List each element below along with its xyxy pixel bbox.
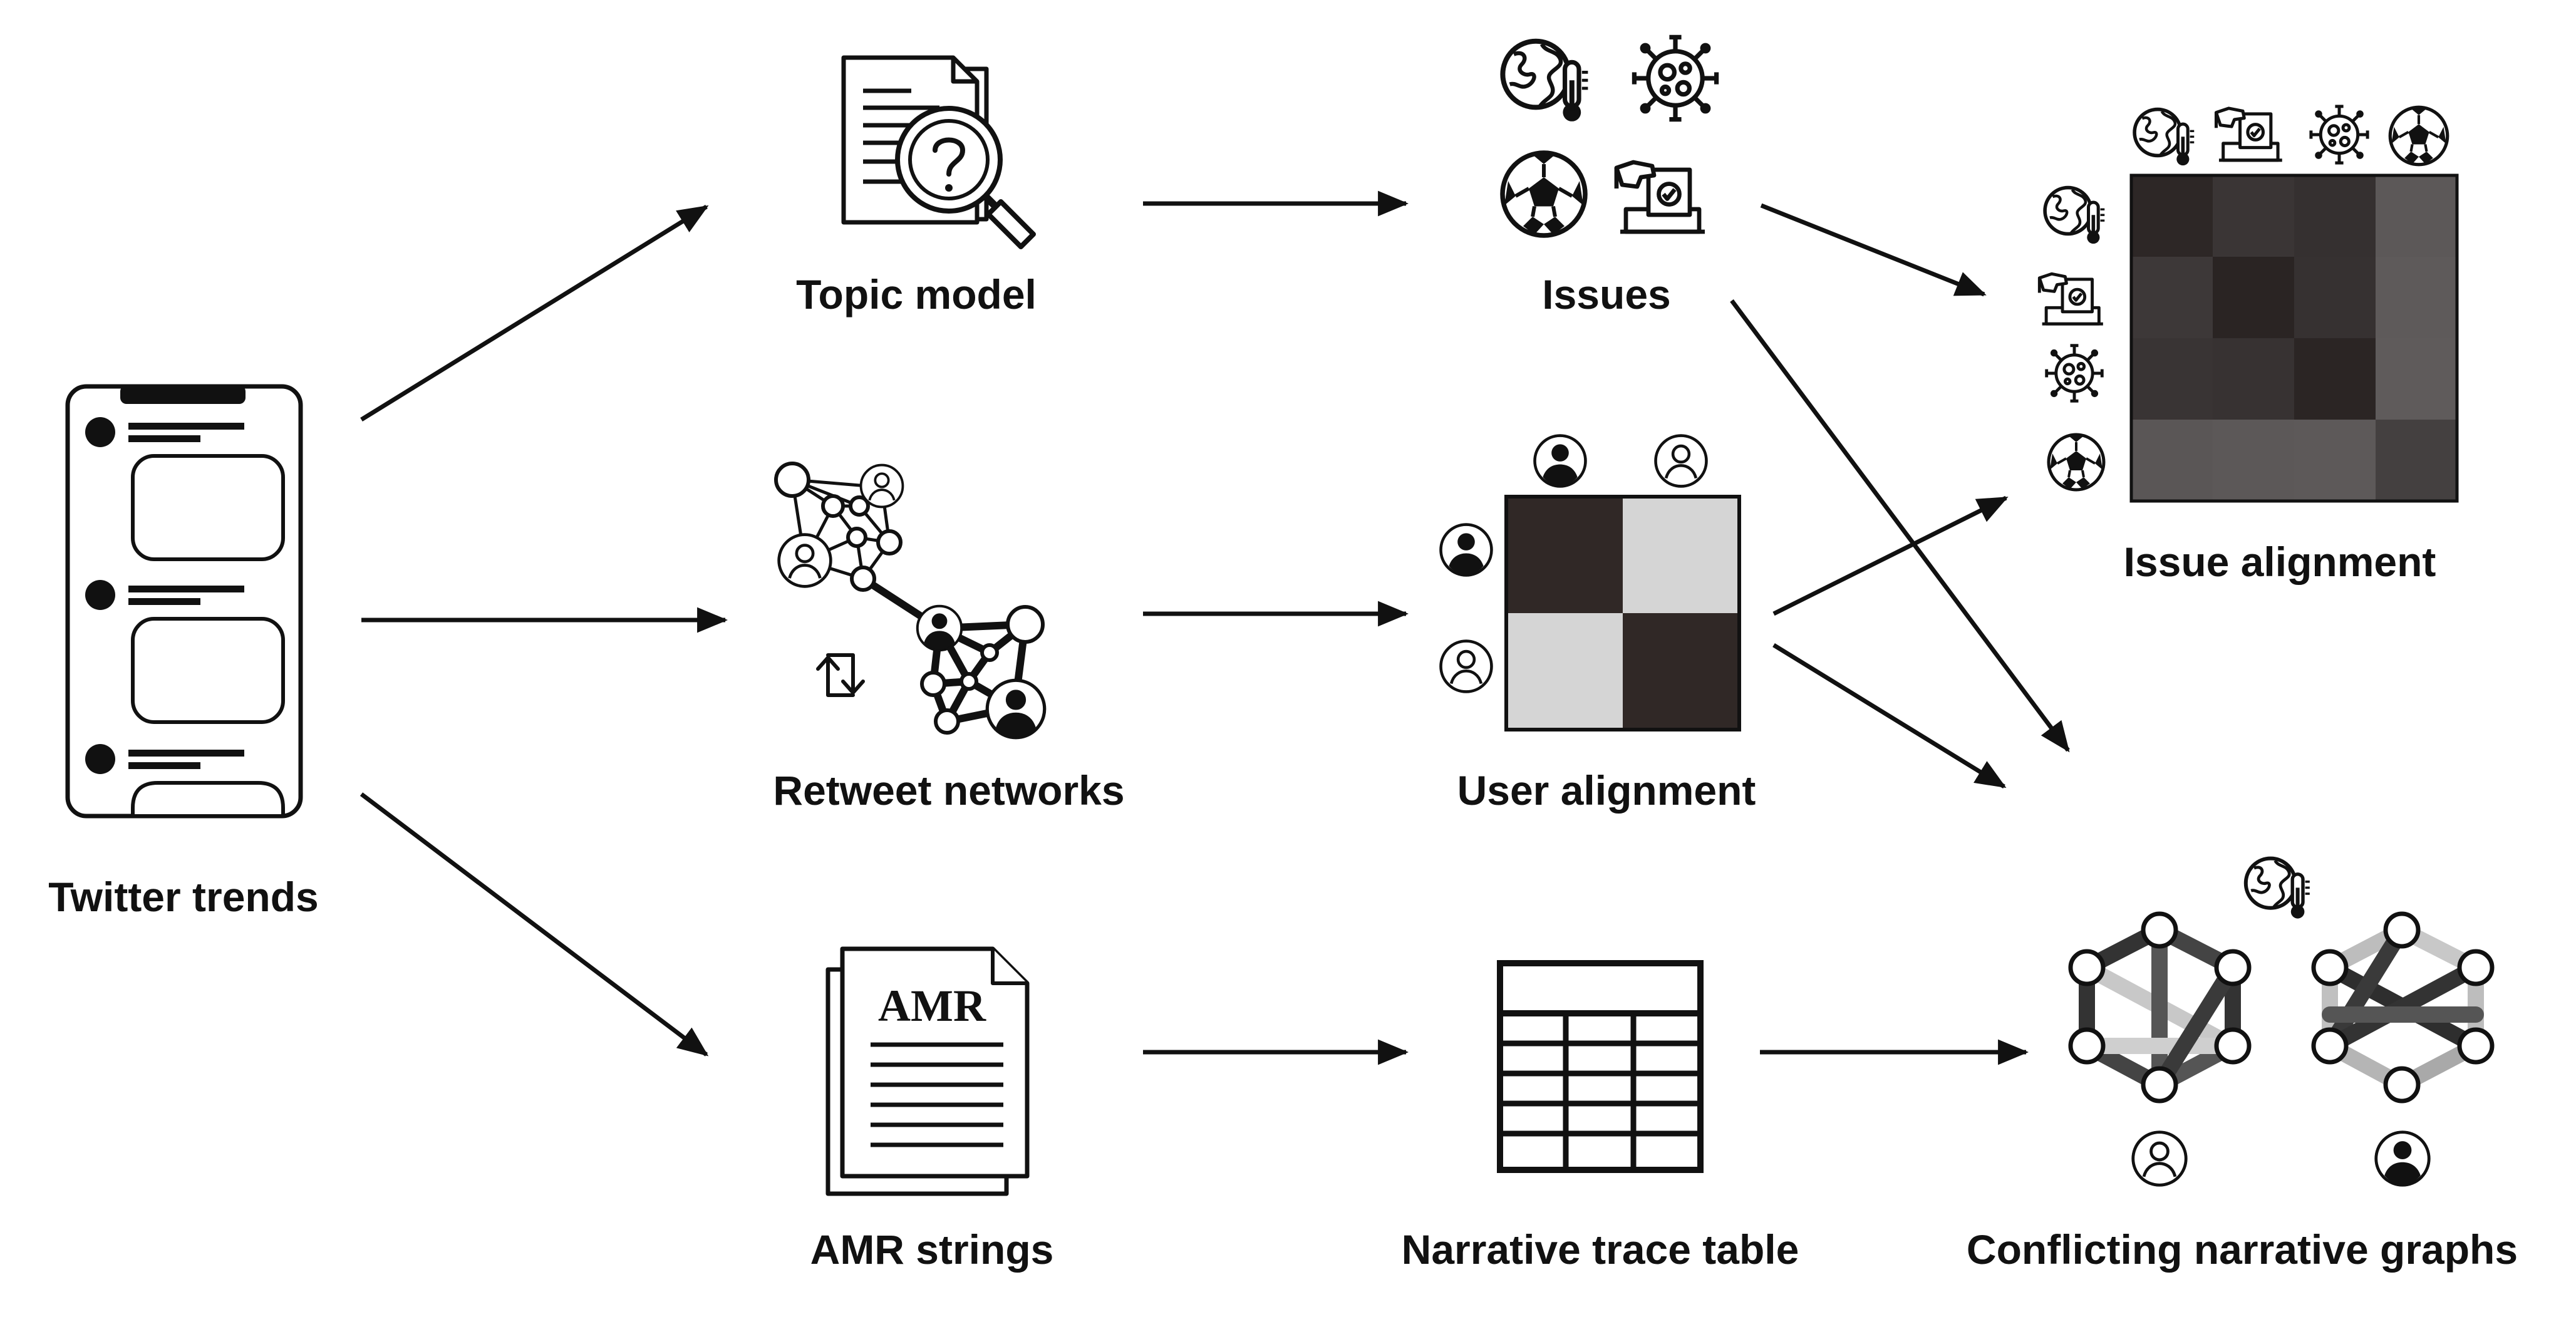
user-alignment-cell-r1-c1 [1623, 613, 1739, 730]
user-filled-icon [2376, 1132, 2429, 1185]
soccer-ball-icon [2049, 435, 2104, 490]
stage-labels: Twitter trends Topic model Retweet netwo… [48, 271, 2518, 1273]
amr-document-icon [825, 946, 1030, 1196]
label-amr-strings: AMR strings [810, 1226, 1054, 1273]
virus-icon [1634, 37, 1716, 119]
soccer-ball-icon [1503, 153, 1585, 235]
issue-alignment-cell-r1-c0 [2131, 257, 2213, 338]
arrow-trends-to-topic [360, 205, 709, 421]
issue-alignment-cell-r0-c2 [2294, 175, 2376, 257]
issue-alignment-cell-r3-c2 [2294, 420, 2376, 501]
issue-alignment-cell-r0-c0 [2131, 175, 2213, 257]
issue-alignment-cell-r1-c3 [2376, 257, 2457, 338]
issue-alignment-cell-r3-c0 [2131, 420, 2213, 501]
virus-icon [2047, 346, 2103, 401]
conflicting-narrative-graph-right [2311, 911, 2495, 1104]
issue-alignment-cell-r1-c2 [2294, 257, 2376, 338]
soccer-ball-icon [2390, 107, 2448, 165]
climate-icon [2246, 859, 2310, 919]
user-alignment-cell-r1-c0 [1506, 613, 1623, 730]
narrative-trace-table-icon [1497, 960, 1704, 1173]
topic-model-icon [841, 55, 1036, 249]
user-outline-icon [1656, 436, 1707, 487]
retweet-network-icon [774, 462, 1045, 738]
arrow-issues-to-graphs [1730, 299, 2070, 753]
arrow-user-to-issue-alignment [1772, 495, 2009, 616]
ballot-box-icon [1616, 162, 1705, 232]
flow-arrows [360, 190, 2070, 1065]
user-filled-icon [1535, 436, 1586, 487]
user-outline-icon [1441, 641, 1492, 692]
label-topic-model: Topic model [796, 271, 1037, 318]
issue-alignment-matrix [2129, 173, 2459, 503]
climate-icon [2045, 188, 2104, 244]
label-narrative-trace-table: Narrative trace table [1402, 1226, 1799, 1273]
issue-alignment-cell-r2-c1 [2213, 338, 2294, 420]
user-outline-icon [2133, 1132, 2186, 1185]
twitter-phone-icon [65, 384, 303, 819]
issue-alignment-cell-r2-c3 [2376, 338, 2457, 420]
user-alignment-cell-r0-c0 [1506, 497, 1623, 613]
issue-alignment-cell-r2-c0 [2131, 338, 2213, 420]
issue-alignment-cell-r0-c1 [2213, 175, 2294, 257]
amr-document-title: AMR [878, 981, 986, 1031]
ballot-box-icon [2216, 108, 2282, 160]
label-user-alignment: User alignment [1457, 767, 1756, 814]
user-alignment-cell-r0-c1 [1623, 497, 1739, 613]
climate-icon [1503, 41, 1588, 121]
label-issue-alignment: Issue alignment [2124, 539, 2436, 585]
virus-icon [2311, 106, 2367, 163]
user-alignment-matrix [1504, 495, 1741, 731]
issue-alignment-cell-r3-c3 [2376, 420, 2457, 501]
issue-alignment-cell-r1-c1 [2213, 257, 2294, 338]
issue-alignment-cell-frame [2129, 173, 2459, 503]
user-filled-icon [1441, 525, 1492, 576]
conflicting-narrative-graph-left [2068, 911, 2252, 1104]
issue-alignment-cell-r2-c2 [2294, 338, 2376, 420]
user-alignment-cell-frame [1504, 495, 1741, 731]
issue-alignment-cell-r0-c3 [2376, 175, 2457, 257]
arrow-trends-to-amr [360, 792, 709, 1057]
issue-alignment-cell-r3-c1 [2213, 420, 2294, 501]
ballot-box-icon [2039, 274, 2103, 324]
issues-icon-cluster [1503, 37, 1717, 235]
label-retweet-networks: Retweet networks [773, 767, 1124, 814]
label-conflicting-narrative-graphs: Conflicting narrative graphs [1967, 1226, 2518, 1273]
arrow-issues-to-issue-alignment [1760, 203, 1987, 297]
climate-icon [2134, 110, 2194, 166]
label-twitter-trends: Twitter trends [48, 874, 318, 920]
label-issues: Issues [1542, 271, 1670, 318]
arrow-user-to-graphs [1772, 643, 2007, 788]
